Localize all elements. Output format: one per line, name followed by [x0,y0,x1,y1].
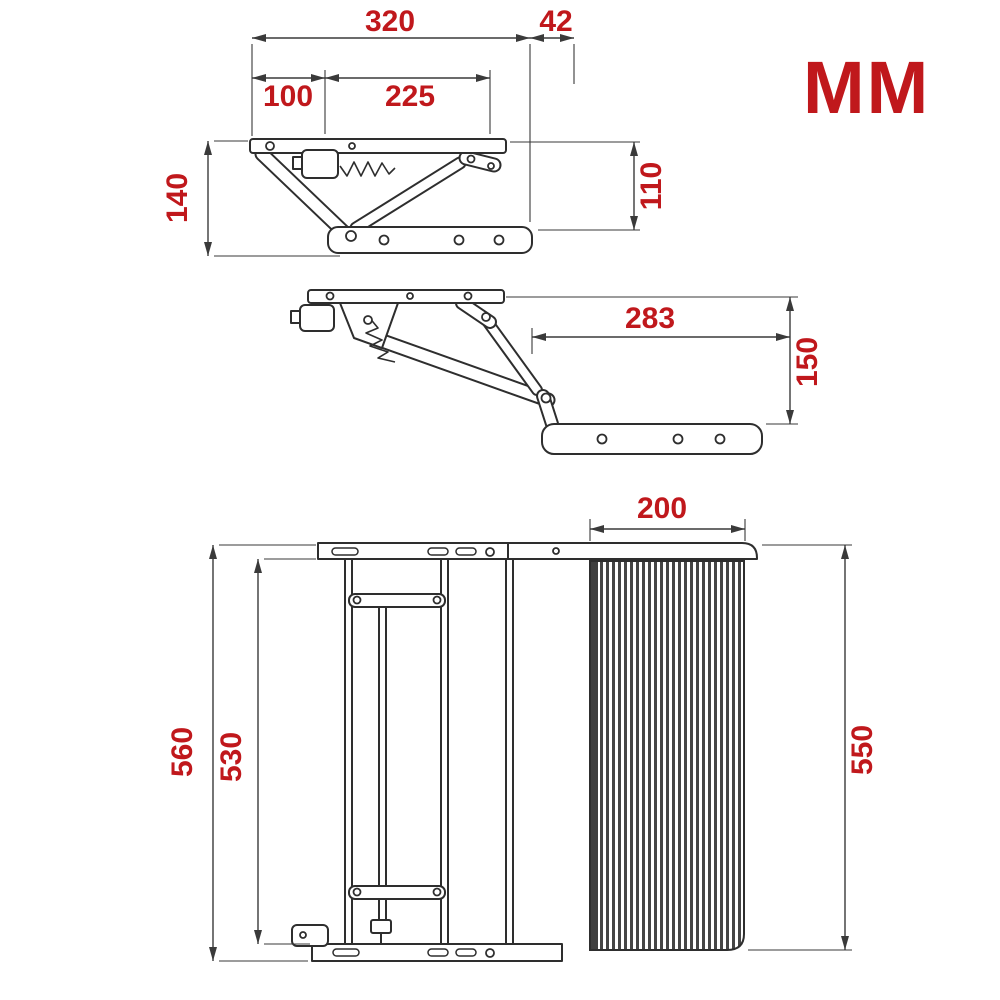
dimension-inner-height: 530 [215,558,316,945]
retracted-side-view: 320 42 100 225 140 110 [161,5,668,257]
dim-550-label: 550 [846,725,879,775]
dimension-tread-drop: 150 [506,296,824,425]
dim-42-label: 42 [539,5,572,38]
left-foot [291,924,329,947]
dim-140-label: 140 [161,173,194,223]
dimension-folded-height: 110 [510,141,668,231]
upper-cross-rod [348,593,446,608]
dim-225-label: 225 [385,80,435,113]
front-step-drawing [291,542,758,962]
dim-200-label: 200 [637,492,687,525]
dimension-tread-reach: 283 [531,302,790,354]
dimension-overall-height-left: 560 [166,544,316,962]
dim-283-label: 283 [625,302,675,335]
dimension-front-segment: 100 225 [252,70,491,134]
dimension-rear-offset: 42 [530,5,575,84]
motor-plug [290,310,301,324]
retracted-step-drawing [249,138,533,254]
ribbed-tread-surface [589,560,745,951]
tread-edge-strip [591,562,598,949]
top-rail-right [507,542,758,560]
dimension-overall-width: 320 [251,5,531,222]
motor-plug [292,156,303,170]
dim-110-label: 110 [635,162,668,210]
motor-box [299,304,335,332]
unit-label: MM [803,46,930,129]
dim-320-label: 320 [365,5,415,38]
motor-box [301,149,339,179]
extended-step-drawing [290,289,763,455]
dim-100-label: 100 [263,80,313,113]
folded-tread [327,226,533,254]
mounting-plate [307,289,505,304]
extended-side-view: 283 150 [290,289,824,455]
lower-cross-rod [348,885,446,900]
dim-530-label: 530 [215,732,248,782]
dimension-tread-depth: 200 [589,492,746,541]
spring [365,315,396,363]
dimension-overall-height: 140 [161,140,340,257]
extended-tread [541,423,763,455]
dimension-overall-height-right: 550 [748,544,879,951]
dim-150-label: 150 [791,337,824,387]
dim-560-label: 560 [166,727,199,777]
rod-foot [370,919,392,934]
front-view: 200 560 530 550 [166,492,879,962]
mounting-plate [249,138,507,154]
spring [339,161,396,177]
